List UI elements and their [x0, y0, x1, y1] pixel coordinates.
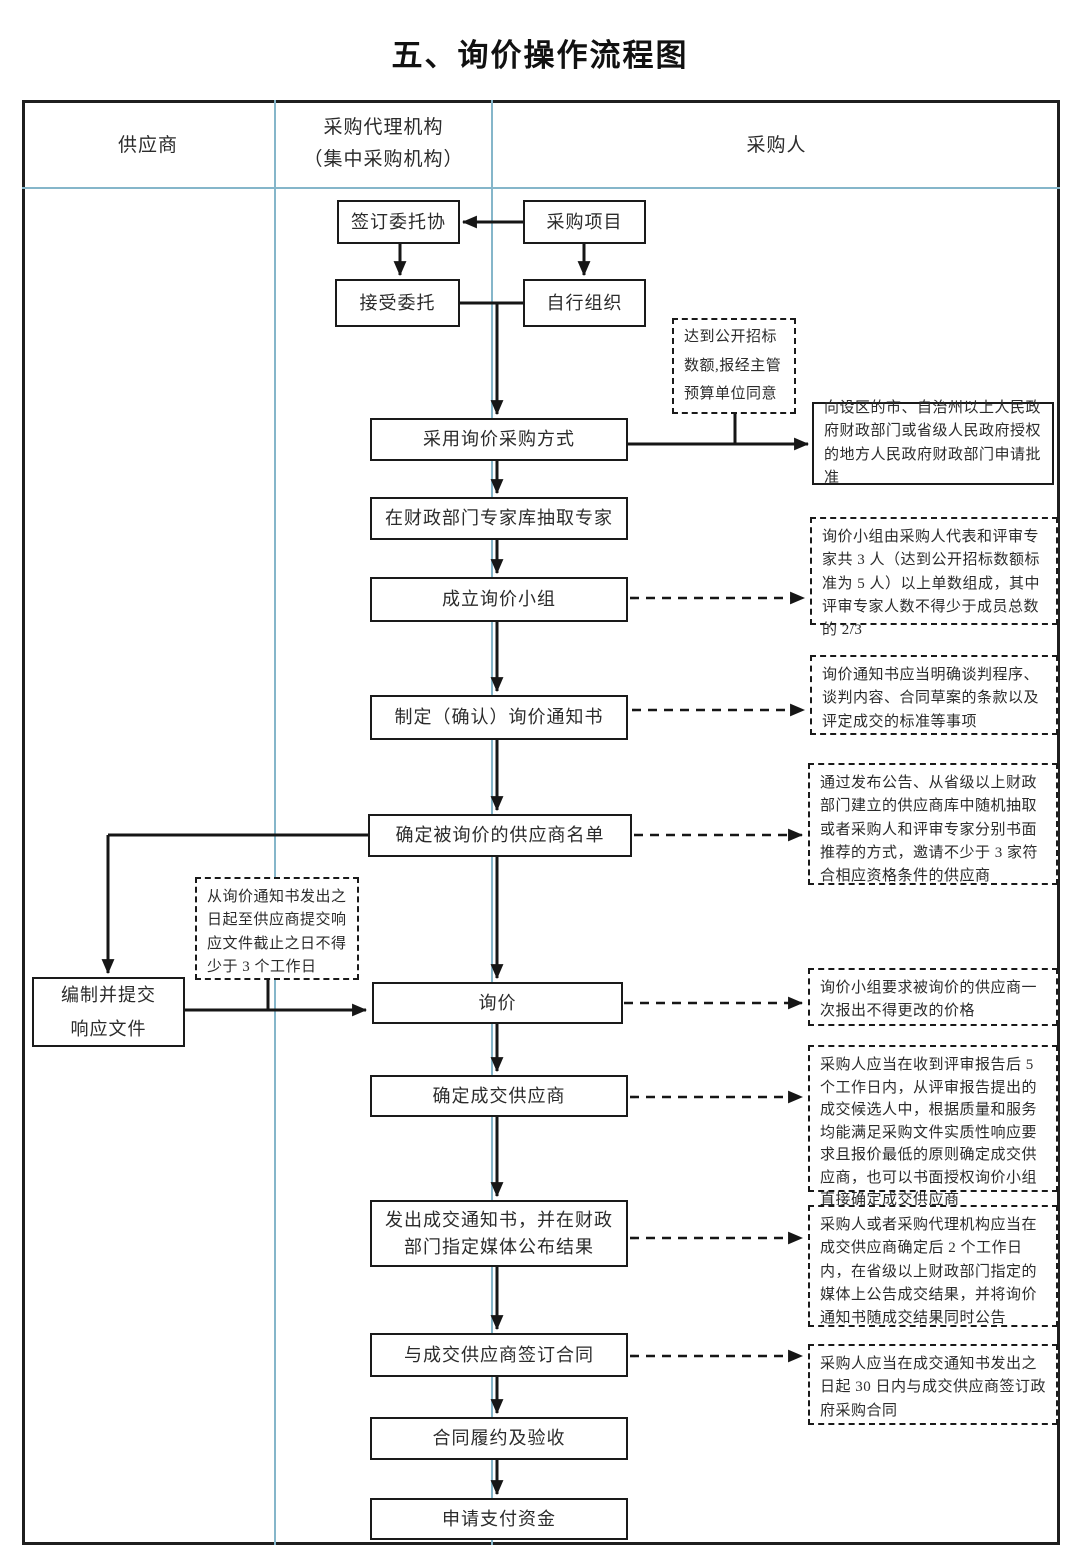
node-inquiry: 询价 — [372, 982, 623, 1024]
note-contract-deadline: 采购人应当在成交通知书发出之日起 30 日内与成交供应商签订政府采购合同 — [808, 1344, 1058, 1425]
node-confirm-supplier-list: 确定被询价的供应商名单 — [368, 814, 632, 857]
node-fulfill-contract: 合同履约及验收 — [370, 1417, 628, 1460]
flowchart-frame — [22, 100, 1060, 1545]
node-confirm-winner: 确定成交供应商 — [370, 1075, 628, 1117]
page-title: 五、询价操作流程图 — [391, 38, 689, 73]
node-apply-approval: 向设区的市、自治州以上人民政府财政部门或省级人民政府授权的地方人民政府财政部门申… — [812, 400, 1054, 486]
node-prepare-response: 编制并提交 响应文件 — [32, 977, 185, 1047]
note-response-deadline: 从询价通知书发出之 日起至供应商提交响 应文件截止之日不得 少于 3 个工作日 — [195, 877, 359, 980]
node-sign-agreement: 签订委托协 — [337, 200, 460, 244]
node-adopt-inquiry-method: 采用询价采购方式 — [370, 418, 628, 461]
node-extract-experts: 在财政部门专家库抽取专家 — [370, 497, 628, 540]
node-request-payment: 申请支付资金 — [370, 1498, 628, 1540]
node-sign-contract: 与成交供应商签订合同 — [370, 1333, 628, 1377]
note-one-quote: 询价小组要求被询价的供应商一次报出不得更改的价格 — [808, 968, 1058, 1026]
note-supplier-invitation: 通过发布公告、从省级以上财政部门建立的供应商库中随机抽取或者采购人和评审专家分别… — [808, 763, 1058, 885]
note-publish-rule: 采购人或者采购代理机构应当在成交供应商确定后 2 个工作日内，在省级以上财政部门… — [808, 1205, 1058, 1327]
node-announce-result: 发出成交通知书，并在财政部门指定媒体公布结果 — [370, 1200, 628, 1267]
node-make-inquiry-notice: 制定（确认）询价通知书 — [370, 695, 628, 740]
note-team-composition: 询价小组由采购人代表和评审专家共 3 人（达到公开招标数额标准为 5 人）以上单… — [810, 517, 1058, 638]
lane-header-supplier: 供应商 — [117, 135, 178, 156]
header-divider — [22, 187, 1060, 189]
node-form-inquiry-team: 成立询价小组 — [370, 577, 628, 622]
node-accept-entrustment: 接受委托 — [335, 279, 460, 327]
node-procurement-project: 采购项目 — [523, 200, 646, 244]
node-self-organize: 自行组织 — [523, 279, 646, 327]
lane-divider-left — [274, 100, 276, 1545]
lane-header-purchaser: 采购人 — [746, 135, 807, 156]
note-notice-content: 询价通知书应当明确谈判程序、谈判内容、合同草案的条款以及评定成交的标准等事项 — [810, 655, 1058, 735]
lane-header-agency: 采购代理机构 （集中采购机构） — [303, 117, 464, 171]
note-winner-rule: 采购人应当在收到评审报告后 5 个工作日内，从评审报告提出的成交候选人中，根据质… — [808, 1045, 1058, 1208]
note-tender-threshold: 达到公开招标 数额,报经主管 预算单位同意 — [672, 318, 796, 414]
